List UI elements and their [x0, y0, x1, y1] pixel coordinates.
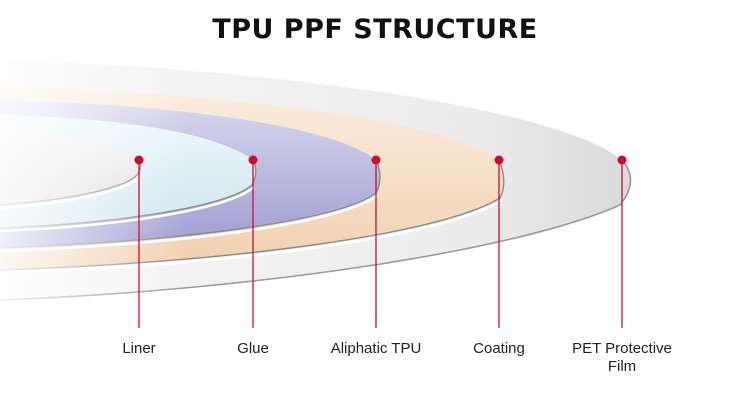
- label-liner: Liner: [122, 340, 156, 357]
- leader-line-pet-protective-film: [617, 155, 627, 328]
- diagram-title: TPU PPF STRUCTURE: [212, 14, 538, 45]
- label-coating: Coating: [473, 340, 525, 357]
- marker-dot-liner: [134, 155, 144, 165]
- leader-line-liner: [134, 155, 144, 328]
- marker-dot-coating: [494, 155, 504, 165]
- label-aliphatic-tpu: Aliphatic TPU: [330, 340, 422, 357]
- marker-dot-aliphatic-tpu: [371, 155, 381, 165]
- leader-line-coating: [494, 155, 504, 328]
- label-pet-protective-film: PET Protective Film: [572, 340, 672, 375]
- marker-dot-pet-protective-film: [617, 155, 627, 165]
- leader-line-aliphatic-tpu: [371, 155, 381, 328]
- label-glue: Glue: [237, 340, 269, 357]
- leader-line-glue: [248, 155, 258, 328]
- marker-dot-glue: [248, 155, 258, 165]
